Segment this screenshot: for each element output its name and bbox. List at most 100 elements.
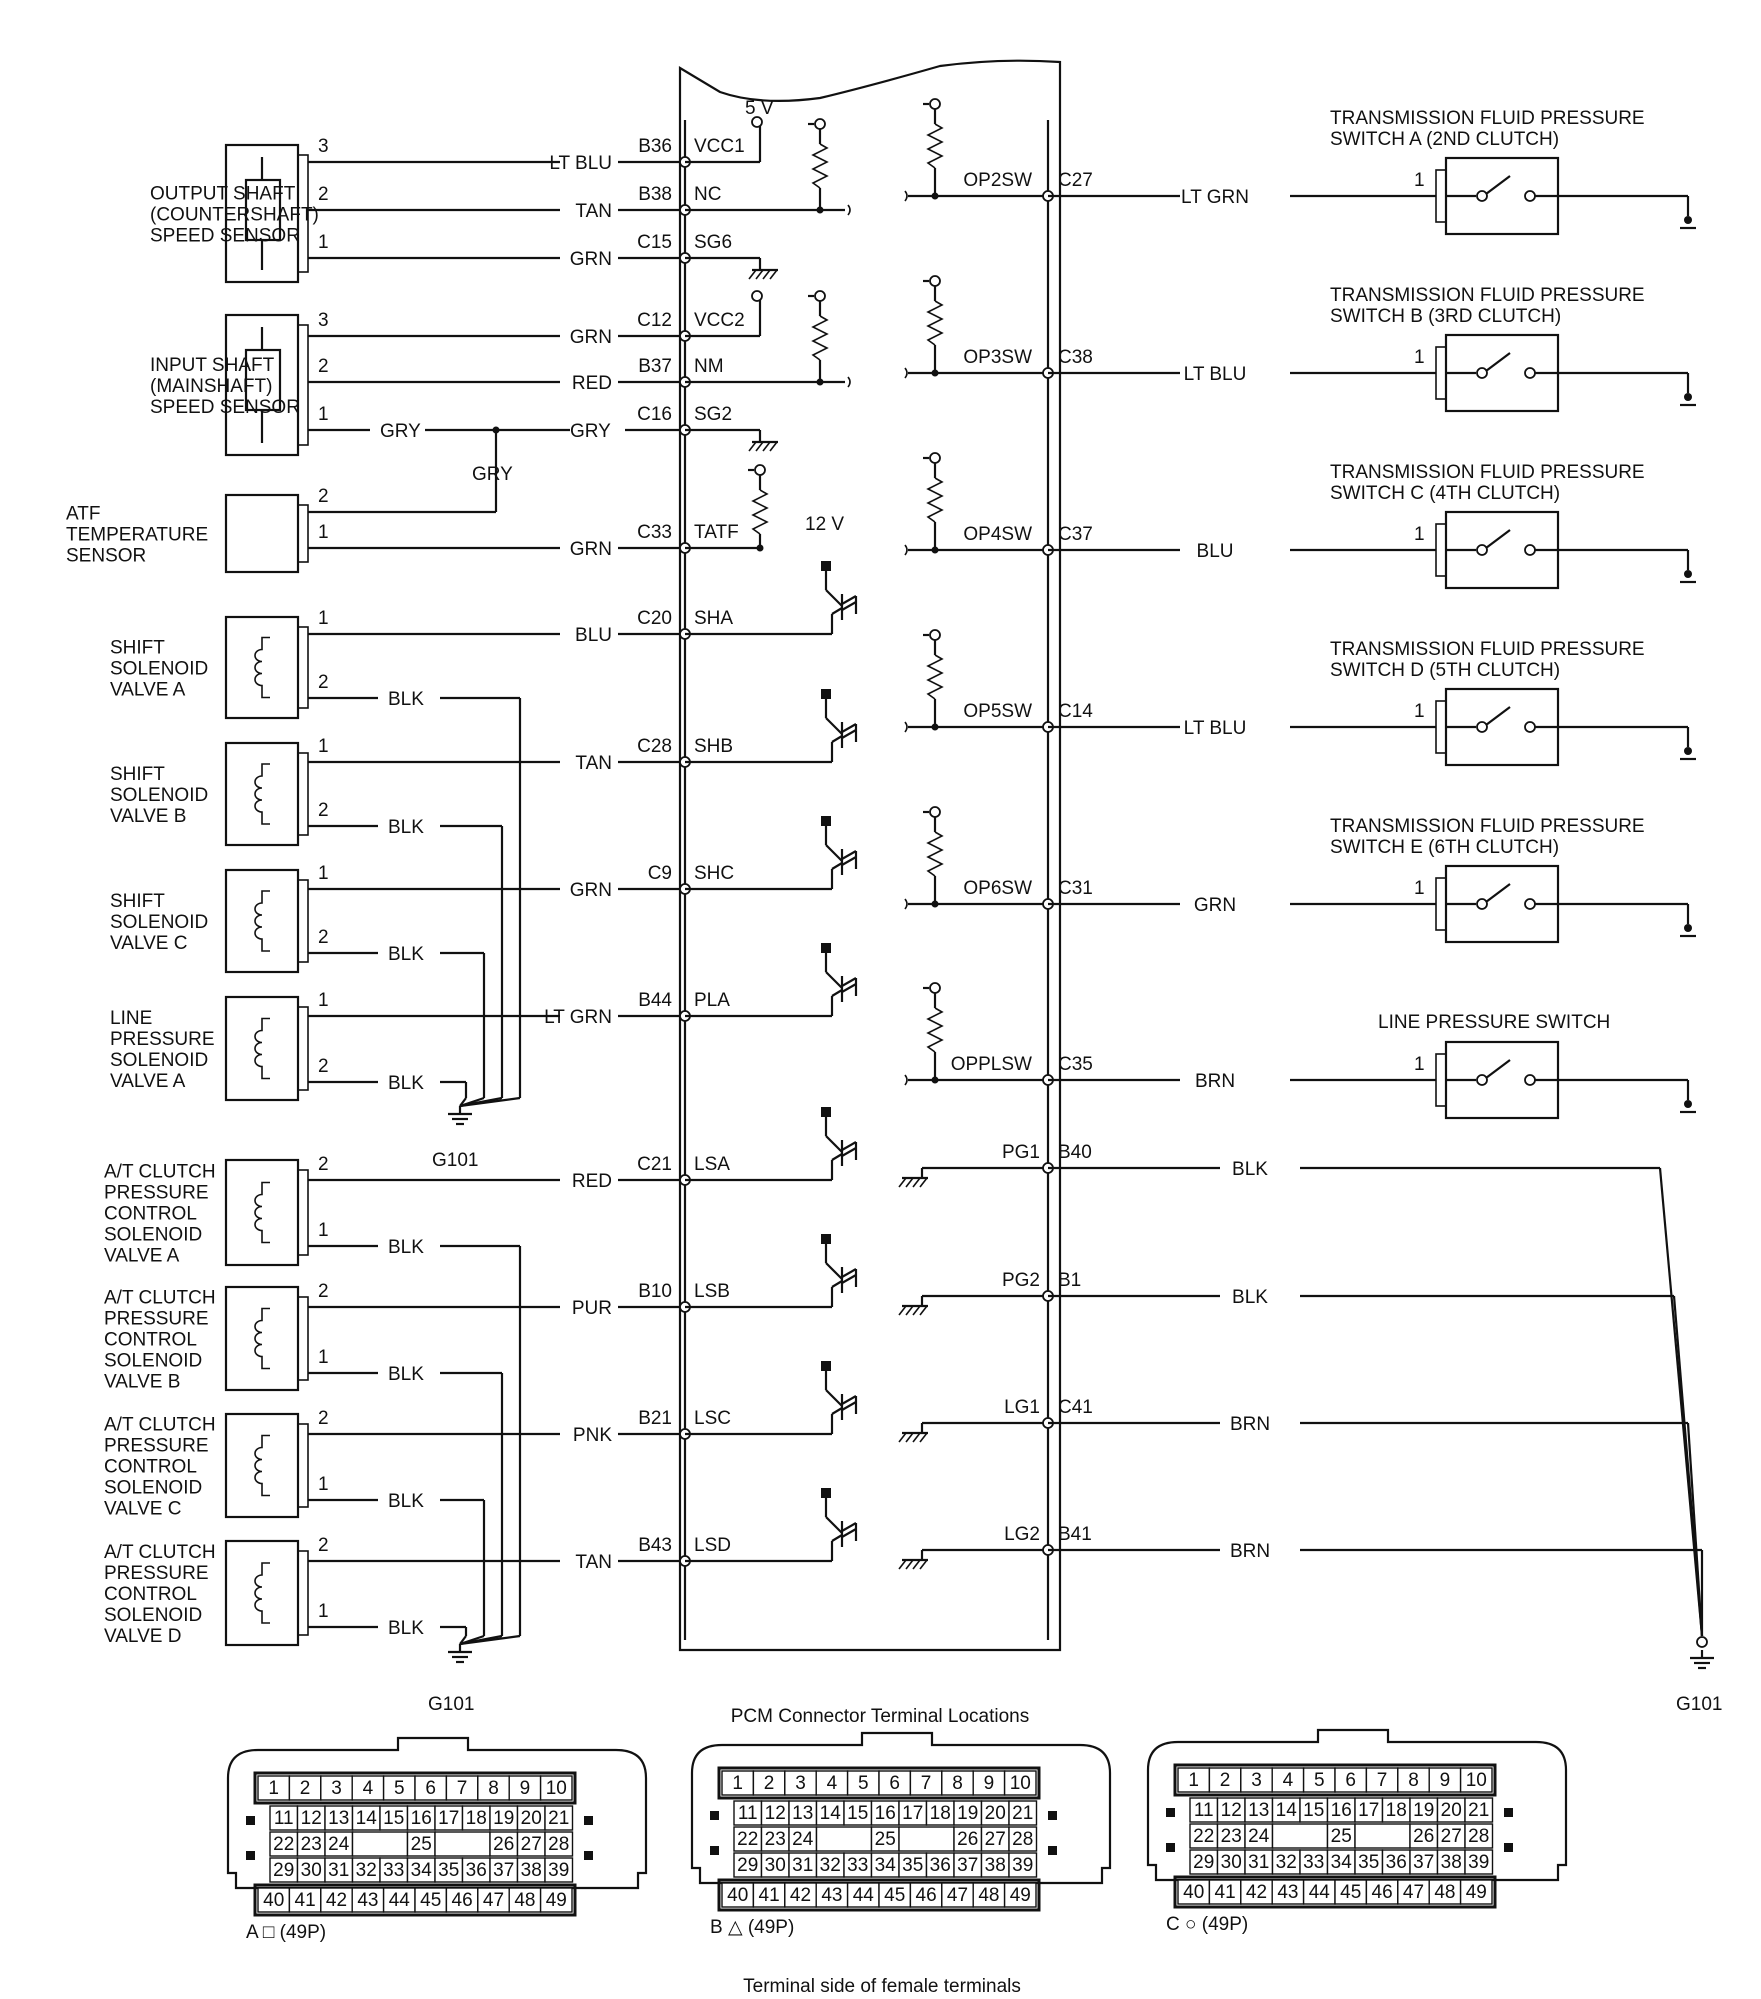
terminal-cell-number: 13: [792, 1803, 813, 1824]
component-pin-number: 1: [318, 232, 329, 253]
terminal-cell-number: 27: [985, 1829, 1006, 1850]
component-name: SOLENOID: [110, 785, 208, 806]
wire-color-label: BLK: [388, 944, 424, 965]
wire-continuation-mark: [847, 376, 851, 388]
terminal-cell: [1436, 1849, 1466, 1875]
solenoid-driver-collector: [825, 844, 843, 862]
terminal-cell: [477, 1775, 510, 1801]
component-pin-number: 3: [318, 310, 329, 331]
component-pin-number: 1: [1414, 878, 1425, 899]
terminal-cell: [1189, 1797, 1219, 1823]
wire: [459, 1097, 467, 1107]
switch-contact: [1524, 544, 1536, 556]
terminal-cell: [1008, 1826, 1038, 1852]
terminal-cell-number: 7: [1377, 1770, 1388, 1791]
terminal-cell: [784, 1882, 817, 1908]
solenoid-driver-emitter: [841, 856, 857, 866]
solenoid-driver-base: [841, 595, 857, 605]
terminal-cell: [1244, 1823, 1274, 1849]
solenoid-driver-base: [841, 850, 857, 860]
terminal-cell: [324, 1805, 354, 1831]
wire-continuation-mark: [904, 721, 908, 733]
terminal-cell: [296, 1857, 326, 1883]
chassis-ground-hatch: [769, 441, 778, 452]
wire: [1485, 1059, 1511, 1079]
terminal-cell: [815, 1770, 849, 1796]
supply-voltage-label: 12 V: [805, 514, 844, 535]
pcm-terminal-id: C41: [1058, 1397, 1093, 1418]
component-connector: [297, 1296, 309, 1381]
terminal-cell-number: 40: [727, 1885, 748, 1906]
terminal-cell: [269, 1805, 299, 1831]
terminal-cell-number: 10: [1466, 1770, 1487, 1791]
terminal-cell: [925, 1800, 955, 1826]
terminal-cell-number: 25: [411, 1834, 432, 1855]
terminal-cell-number: 4: [363, 1778, 374, 1799]
terminal-cell: [846, 1770, 880, 1796]
terminal-cell: [788, 1800, 818, 1826]
solenoid-driver-emitter: [841, 1401, 857, 1411]
terminal-cell-number: 2: [1220, 1770, 1231, 1791]
terminal-cell: [288, 1887, 322, 1913]
terminal-cell: [544, 1857, 574, 1883]
component-name: VALVE C: [110, 933, 187, 954]
wire-color-label: BLK: [1232, 1159, 1268, 1180]
terminal-cell-number: 4: [827, 1773, 838, 1794]
terminal-cell: [324, 1831, 354, 1857]
terminal-cell-number: 45: [1340, 1882, 1361, 1903]
wire-color-label: BLK: [388, 689, 424, 710]
solenoid-driver-base: [841, 1395, 857, 1405]
component-name: LINE: [110, 1008, 152, 1029]
pcm-signal-name: LSC: [694, 1408, 731, 1429]
terminal-cell-number: 25: [1331, 1826, 1352, 1847]
terminal-cell-number: 36: [930, 1855, 951, 1876]
component-pin-number: 1: [318, 863, 329, 884]
switch-name: SWITCH D (5TH CLUTCH): [1330, 660, 1560, 681]
terminal-cell-number: 39: [548, 1860, 569, 1881]
tatf-pullup-supply: [754, 464, 766, 476]
switch-contact: [1476, 190, 1488, 202]
component-name: SOLENOID: [110, 659, 208, 680]
connector-latch: [1504, 1843, 1513, 1852]
terminal-cell-number: 26: [493, 1834, 514, 1855]
pcm-terminal-id: C9: [648, 863, 672, 884]
component-connector: [297, 504, 309, 563]
chassis-ground-hatch: [919, 1177, 928, 1188]
connector-footer: Terminal side of female terminals: [743, 1976, 1021, 1997]
wire-color-label: GRY: [570, 421, 611, 442]
pcm-terminal-id: B1: [1058, 1270, 1081, 1291]
pcm-terminal-id: C33: [637, 522, 672, 543]
connector-row-frame: [717, 1878, 1041, 1912]
switch-contact: [1476, 721, 1488, 733]
terminal-cell: [1464, 1849, 1494, 1875]
chassis-ground-hatch: [898, 1559, 907, 1570]
pcm-terminal-id: C28: [637, 736, 672, 757]
blank-cavity: [1271, 1823, 1329, 1849]
pcm-signal-name: OP5SW: [963, 701, 1032, 722]
terminal-cell: [898, 1852, 928, 1878]
component-name: PRESSURE: [104, 1309, 209, 1330]
switch-contact: [1476, 367, 1488, 379]
terminal-cell-number: 30: [1221, 1852, 1242, 1873]
terminal-cell-number: 7: [457, 1778, 468, 1799]
switch-contact: [1476, 1074, 1488, 1086]
wire-color-label: TAN: [575, 753, 612, 774]
pcm-terminal-id: C14: [1058, 701, 1093, 722]
connector-shell: [690, 1731, 1112, 1885]
connector-latch: [710, 1846, 719, 1855]
pcm-signal-name: LG2: [1004, 1524, 1040, 1545]
switch-connector: [1435, 169, 1447, 223]
switch-contact: [1476, 898, 1488, 910]
terminal-cell-number: 26: [957, 1829, 978, 1850]
terminal-cell-number: 6: [425, 1778, 436, 1799]
wire-color-label: BLU: [1197, 541, 1234, 562]
terminal-cell-number: 19: [493, 1808, 514, 1829]
wire-color-label: GRN: [570, 327, 612, 348]
component-body: [224, 868, 300, 974]
terminal-cell-number: 48: [978, 1885, 999, 1906]
terminal-cell-number: 31: [328, 1860, 349, 1881]
terminal-cell-number: 16: [411, 1808, 432, 1829]
solenoid-driver-output: [831, 1407, 843, 1415]
terminal-cell-number: 49: [1010, 1885, 1031, 1906]
terminal-cell-number: 36: [466, 1860, 487, 1881]
